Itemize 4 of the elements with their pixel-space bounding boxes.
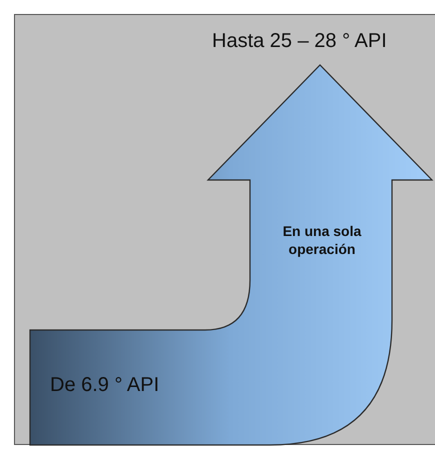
bent-arrow xyxy=(30,65,432,445)
start-value-label: De 6.9 ° API xyxy=(50,373,160,398)
arrow-note: En una sola operación xyxy=(282,222,362,258)
target-value-label: Hasta 25 – 28 ° API xyxy=(212,30,387,53)
